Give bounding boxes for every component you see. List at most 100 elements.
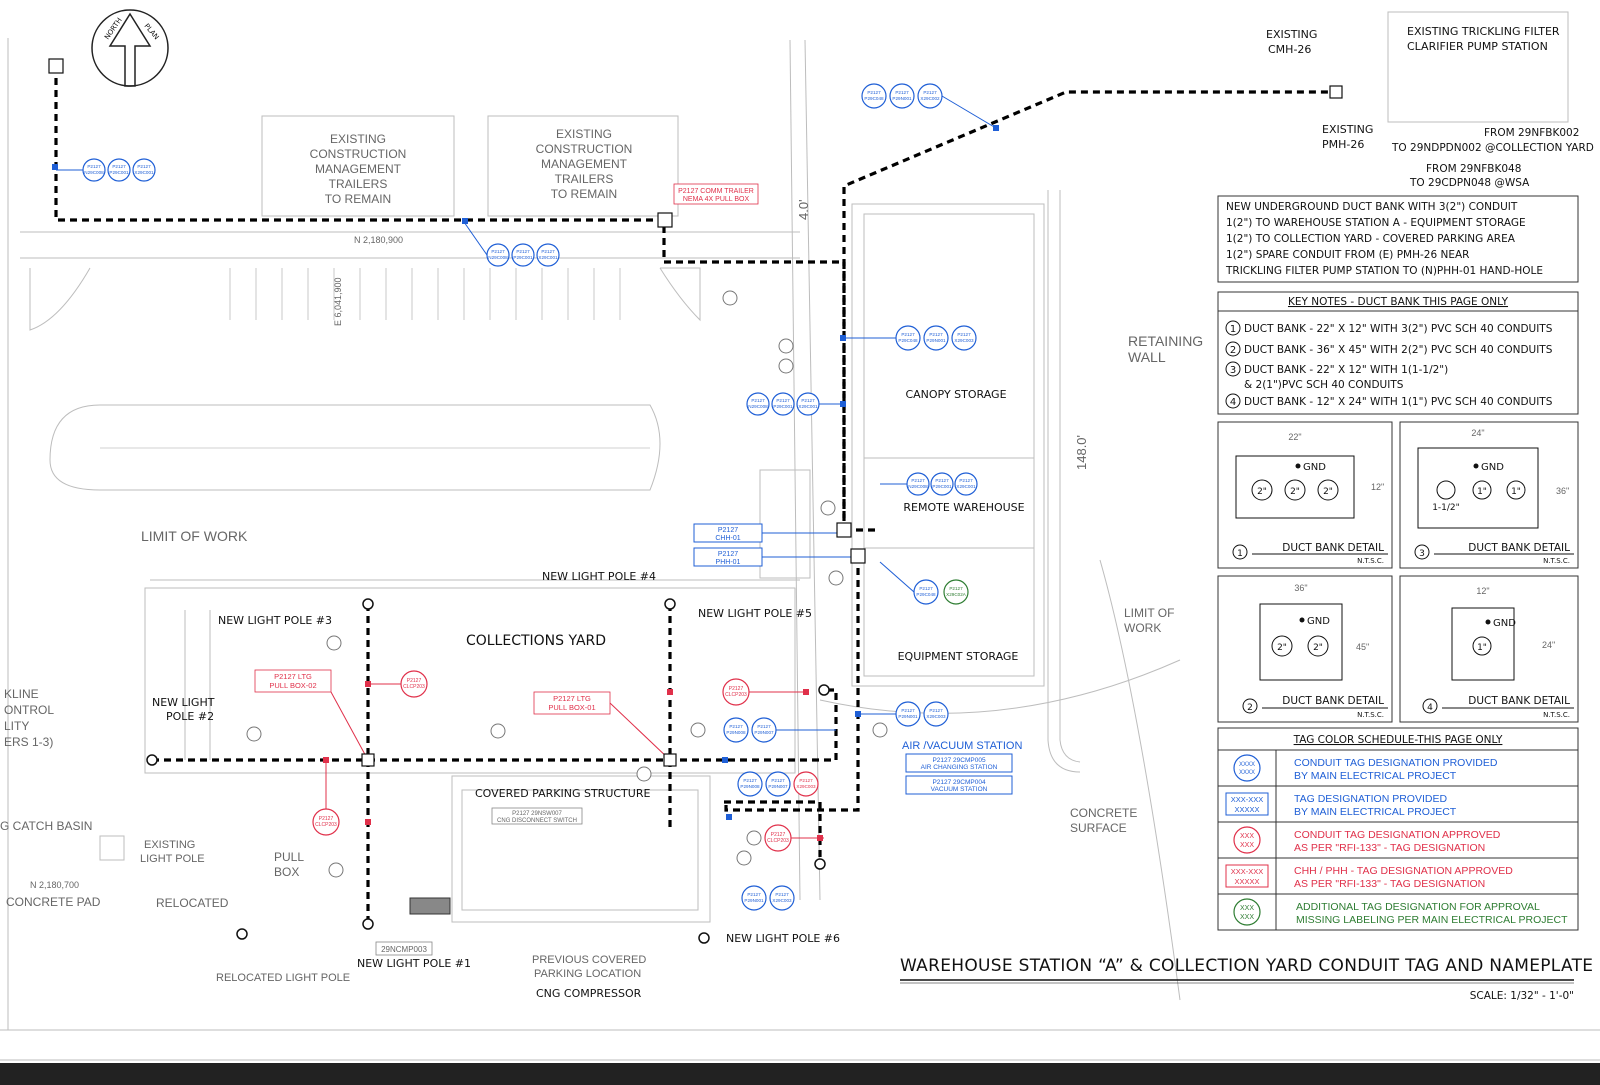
svg-text:X29C003: X29C003: [954, 338, 974, 343]
svg-text:2": 2": [1277, 643, 1287, 653]
svg-text:P29N001: P29N001: [892, 96, 912, 101]
svg-text:KLINE: KLINE: [4, 687, 39, 701]
dim-4-label: 4.0': [796, 199, 811, 220]
svg-text:CONDUIT TAG DESIGNATION APPROV: CONDUIT TAG DESIGNATION APPROVED: [1294, 829, 1501, 841]
vacuum-station-label-2: VACUUM STATION: [931, 786, 988, 793]
svg-text:DUCT BANK DETAIL: DUCT BANK DETAIL: [1282, 542, 1384, 554]
svg-text:ERS 1-3): ERS 1-3): [4, 735, 53, 749]
trailers-1-label: EXISTING CONSTRUCTION MANAGEMENT TRAILER…: [310, 132, 407, 206]
svg-text:P2127: P2127: [775, 892, 789, 897]
svg-text:XXX: XXX: [1240, 842, 1254, 849]
svg-text:2": 2": [1257, 487, 1267, 497]
leader-lines-blue: [56, 95, 997, 731]
svg-text:12": 12": [1371, 482, 1384, 492]
svg-text:& 2(1")PVC SCH 40 CONDUITS: & 2(1")PVC SCH 40 CONDUITS: [1244, 379, 1404, 391]
tag-color-schedule: TAG COLOR SCHEDULE-THIS PAGE ONLY XXXX X…: [1217, 727, 1579, 931]
svg-text:P29N007: P29N007: [768, 784, 788, 789]
svg-text:36": 36": [1294, 583, 1307, 593]
green-tag: [943, 579, 969, 605]
svg-text:P2127: P2127: [751, 398, 765, 403]
easting-label: E 6,041,900: [333, 277, 343, 326]
collections-yard-label: COLLECTIONS YARD: [466, 633, 606, 649]
drawing-title: WAREHOUSE STATION “A” & COLLECTION YARD …: [900, 956, 1593, 976]
svg-text:N.T.S.C.: N.T.S.C.: [1357, 557, 1384, 565]
light-pole-1-label: NEW LIGHT POLE #1: [357, 957, 471, 970]
svg-text:2: 2: [1247, 703, 1253, 713]
svg-text:2": 2": [1313, 643, 1323, 653]
svg-text:P2127: P2127: [923, 90, 937, 95]
to-2-label: TO 29CDPN048 @WSA: [1409, 177, 1530, 189]
svg-text:AS PER "RFI-133" - TAG DESIGN: AS PER "RFI-133" - TAG DESIGNATION: [1294, 878, 1485, 890]
svg-text:4: 4: [1427, 703, 1433, 713]
limit-of-work-2-label-2: WORK: [1124, 621, 1161, 635]
phh01-label-2: PHH-01: [716, 559, 741, 566]
svg-text:P2127: P2127: [895, 90, 909, 95]
svg-text:GND: GND: [1307, 616, 1330, 627]
svg-text:24": 24": [1471, 428, 1484, 438]
svg-text:GND: GND: [1493, 618, 1516, 629]
svg-text:XXX-XXX: XXX-XXX: [1231, 867, 1264, 876]
light-pole-5-label: NEW LIGHT POLE #5: [698, 607, 812, 620]
svg-text:X29C001: X29C001: [134, 170, 154, 175]
catch-basin-label: G CATCH BASIN: [0, 819, 92, 833]
chh01-label-1: P2127: [718, 527, 738, 534]
svg-text:1": 1": [1477, 643, 1487, 653]
svg-text:TO REMAIN: TO REMAIN: [325, 192, 391, 206]
svg-text:LITY: LITY: [4, 719, 29, 733]
svg-text:ONTROL: ONTROL: [4, 703, 54, 717]
svg-text:P29C048: P29C048: [898, 338, 918, 343]
detail-1: 22" 12" GND 2" 2" 2" 1 DUCT BANK DETAIL …: [1217, 421, 1393, 569]
air-vacuum-label: AIR /VACUUM STATION: [902, 740, 1022, 752]
svg-text:DUCT BANK - 22" X 12" WITH 3(2: DUCT BANK - 22" X 12" WITH 3(2") PVC SCH…: [1244, 323, 1553, 335]
svg-text:N.T.S.C.: N.T.S.C.: [1543, 557, 1570, 565]
svg-text:P2127: P2127: [959, 478, 973, 483]
trickling-filter-label-1: EXISTING TRICKLING FILTER: [1407, 25, 1560, 38]
air-charging-tag: [905, 753, 1013, 773]
svg-text:BY MAIN ELECTRICAL PROJECT: BY MAIN ELECTRICAL PROJECT: [1294, 806, 1457, 818]
svg-text:P2127: P2127: [867, 90, 881, 95]
vacuum-station-tag: [905, 775, 1013, 795]
svg-text:P2127: P2127: [901, 708, 915, 713]
svg-text:CONSTRUCTION: CONSTRUCTION: [536, 142, 633, 156]
vacuum-station-label-1: P2127 29CMP004: [932, 779, 986, 786]
svg-text:1(2") SPARE CONDUIT FROM (E) P: 1(2") SPARE CONDUIT FROM (E) PMH-26 NEAR: [1226, 249, 1469, 261]
light-pole-2-label-1: NEW LIGHT: [152, 696, 215, 709]
parking-stripes: [229, 268, 621, 320]
covered-parking-label: COVERED PARKING STRUCTURE: [475, 787, 650, 800]
svg-text:X29C02A: X29C02A: [946, 592, 967, 597]
svg-text:P2127: P2127: [87, 164, 101, 169]
svg-text:P29N008: P29N008: [740, 784, 760, 789]
ltg-pb-02-label-2: PULL BOX-02: [269, 681, 316, 690]
svg-text:X29C003: X29C003: [796, 784, 816, 789]
air-charging-label-2: AIR CHANGING STATION: [921, 764, 998, 771]
svg-text:P2127: P2127: [801, 398, 815, 403]
light-pole-2-label-2: POLE #2: [166, 710, 214, 723]
svg-text:P29C048: P29C048: [916, 592, 936, 597]
kline-label: KLINE ONTROL LITY ERS 1-3): [4, 687, 54, 749]
ltg-pb-02-label-1: P2127 LTG: [274, 672, 312, 681]
svg-text:N.T.S.C.: N.T.S.C.: [1357, 711, 1384, 719]
ltg-pb-02-tag: [254, 669, 332, 693]
svg-text:P2127: P2127: [743, 778, 757, 783]
svg-text:P2127: P2127: [771, 778, 785, 783]
cng-disconnect-label-1: P2127 29NSW007: [512, 811, 562, 817]
previous-covered-label-2: PARKING LOCATION: [534, 968, 641, 980]
svg-text:3: 3: [1419, 549, 1425, 559]
svg-text:P29N007: P29N007: [754, 730, 774, 735]
svg-text:XXX-XXX: XXX-XXX: [1231, 795, 1264, 804]
svg-text:P2127: P2127: [516, 249, 530, 254]
svg-text:MANAGEMENT: MANAGEMENT: [541, 157, 628, 171]
svg-text:NEW UNDERGROUND DUCT BANK WIT: NEW UNDERGROUND DUCT BANK WITH 3(2") CON…: [1226, 201, 1518, 213]
svg-text:DUCT BANK DETAIL: DUCT BANK DETAIL: [1468, 695, 1570, 707]
svg-text:1: 1: [1237, 549, 1243, 559]
svg-text:P29N001: P29N001: [898, 714, 918, 719]
svg-text:XXX: XXX: [1240, 833, 1254, 840]
light-pole-3-label: NEW LIGHT POLE #3: [218, 614, 332, 627]
red-tag-x29c003: [793, 771, 819, 797]
svg-text:P2127: P2127: [919, 586, 933, 591]
pull-box-label-2: BOX: [274, 865, 299, 879]
existing-light-pole-label-1: EXISTING: [144, 839, 195, 851]
background-linework: [0, 11, 1600, 1085]
svg-text:P29C001: P29C001: [513, 255, 533, 260]
